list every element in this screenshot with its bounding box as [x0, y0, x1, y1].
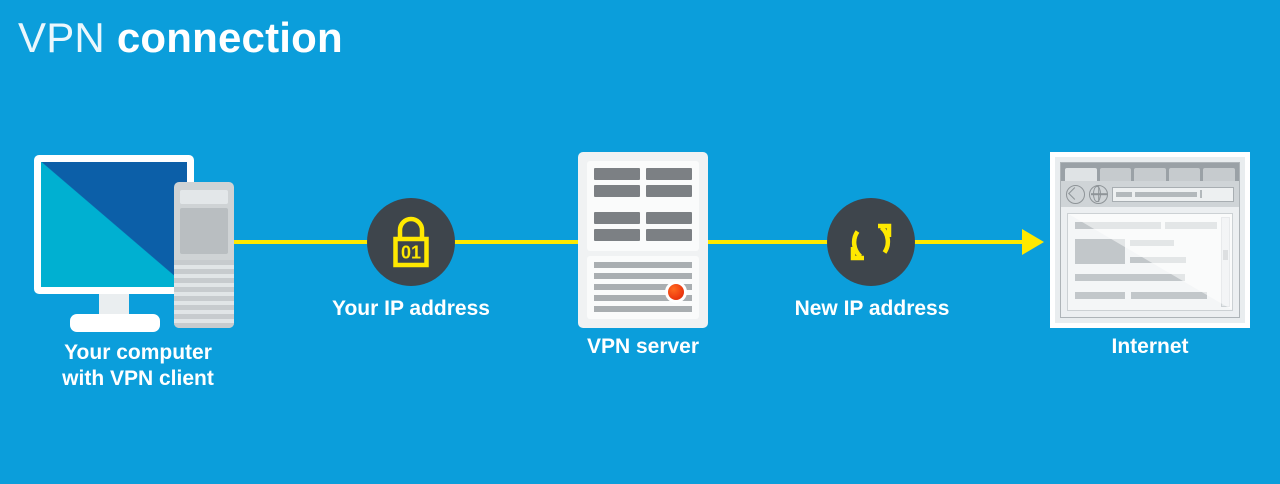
- browser-window-icon: [1050, 152, 1250, 328]
- server-slot: [594, 168, 640, 180]
- content-placeholder-bar: [1130, 240, 1174, 246]
- tower-vents: [174, 260, 234, 328]
- browser-tab[interactable]: [1168, 168, 1201, 181]
- server-slot: [646, 229, 692, 241]
- server-slot: [594, 185, 640, 197]
- monitor-base: [70, 314, 160, 332]
- node-internet: Internet: [1050, 152, 1250, 358]
- monitor-icon: [34, 155, 194, 294]
- connection-line-server-to-sync: [690, 240, 855, 244]
- server-status-led: [665, 281, 687, 303]
- server-chassis-icon: [578, 152, 708, 328]
- content-placeholder-bar: [1131, 292, 1207, 299]
- title-part-vpn: VPN: [18, 14, 105, 61]
- arrowhead-icon: [1022, 229, 1044, 255]
- server-slot-grid: [594, 168, 692, 241]
- content-placeholder-bar: [1165, 222, 1217, 229]
- browser-tab[interactable]: [1099, 168, 1132, 181]
- browser-tabbar: [1061, 163, 1239, 181]
- computer-tower-icon: [174, 182, 234, 328]
- padlock-icon: 01: [393, 216, 429, 268]
- title-part-connection: connection: [116, 14, 343, 61]
- connection-line-sync-to-internet: [888, 240, 1038, 244]
- globe-ellipse: [1093, 186, 1101, 202]
- address-bar[interactable]: [1112, 186, 1234, 202]
- server-lower-panel: [587, 256, 699, 319]
- tower-panel: [180, 190, 228, 204]
- browser-tab[interactable]: [1203, 168, 1235, 181]
- sync-arrows-icon: [850, 223, 892, 261]
- connection-line-lock-to-server: [432, 240, 597, 244]
- monitor-screen: [41, 162, 187, 287]
- browser-inner: [1060, 162, 1240, 318]
- node-internet-label: Internet: [1111, 335, 1189, 358]
- tower-drive-bay: [180, 208, 228, 254]
- node-computer: Your computer with VPN client: [28, 150, 248, 390]
- new-ip-label: New IP address: [794, 297, 950, 320]
- your-ip-label: Your IP address: [332, 297, 490, 320]
- your-ip-badge: 01: [367, 198, 455, 286]
- address-caret: [1200, 190, 1202, 198]
- node-computer-label: Your computer with VPN client: [62, 341, 214, 390]
- server-slot-panel: [587, 161, 699, 251]
- server-led-dot: [668, 284, 684, 300]
- svg-text:01: 01: [401, 243, 421, 263]
- content-placeholder-bar: [1075, 222, 1161, 229]
- server-slot: [646, 212, 692, 224]
- new-ip-badge: [827, 198, 915, 286]
- server-slot: [646, 185, 692, 197]
- address-chip: [1116, 191, 1132, 197]
- server-slot: [594, 229, 640, 241]
- server-slot: [646, 168, 692, 180]
- content-placeholder-bar: [1130, 257, 1186, 263]
- server-slot: [594, 212, 640, 224]
- browser-tab[interactable]: [1065, 168, 1097, 181]
- back-arrow-icon[interactable]: [1066, 184, 1085, 204]
- page-title: VPN connection: [18, 12, 343, 64]
- browser-tab[interactable]: [1134, 168, 1166, 181]
- node-vpn-server-label: VPN server: [586, 335, 700, 358]
- node-vpn-server: VPN server: [578, 152, 708, 358]
- content-placeholder-bar: [1075, 274, 1185, 281]
- vertical-scrollbar[interactable]: [1221, 217, 1230, 307]
- back-arrow-glyph: [1068, 187, 1081, 200]
- browser-toolbar: [1061, 181, 1239, 207]
- globe-icon[interactable]: [1089, 184, 1108, 204]
- server-slot-separator: [594, 202, 692, 207]
- browser-viewport: [1067, 213, 1233, 311]
- content-image-placeholder: [1075, 239, 1125, 264]
- content-placeholder-bar: [1075, 292, 1125, 299]
- scrollbar-thumb[interactable]: [1223, 250, 1228, 260]
- connection-line-computer-to-lock: [205, 240, 390, 244]
- address-chip: [1135, 191, 1197, 197]
